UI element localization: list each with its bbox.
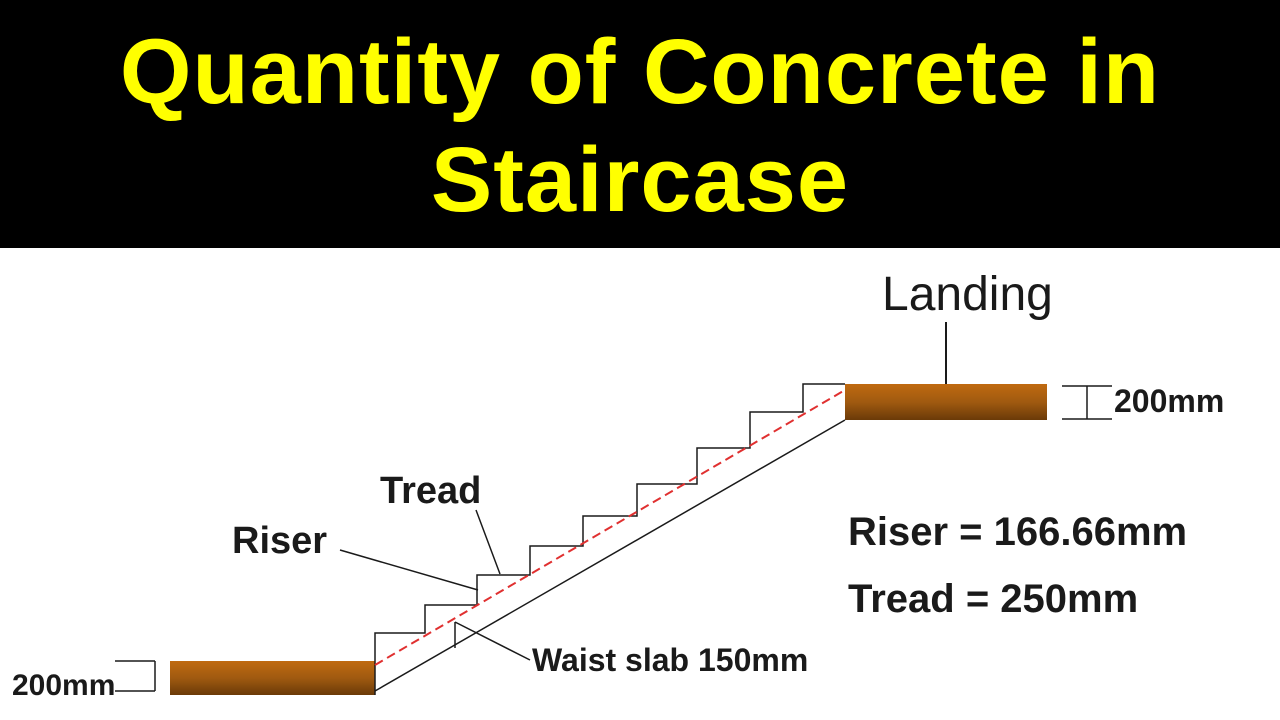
tread-leader <box>475 509 501 575</box>
waist-slab-label: Waist slab 150mm <box>532 642 808 678</box>
bottom-landing-slab <box>170 661 375 695</box>
waist-slab-soffit <box>374 419 846 692</box>
stair-steps <box>374 383 845 661</box>
tread-value: Tread = 250mm <box>848 577 1138 621</box>
riser-leader <box>339 549 479 591</box>
tread-label: Tread <box>380 470 481 512</box>
landing-label: Landing <box>882 268 1053 321</box>
title-banner: Quantity of Concrete in Staircase <box>0 0 1280 248</box>
staircase-diagram: Landing 200mm 200mm Tread Riser Waist sl… <box>12 268 1224 702</box>
waist-slab-leader <box>454 621 531 661</box>
title-line-2: Staircase <box>430 129 850 231</box>
riser-value: Riser = 166.66mm <box>848 510 1187 554</box>
riser-label: Riser <box>232 520 327 562</box>
top-thickness-label: 200mm <box>1114 383 1224 419</box>
title-line-1: Quantity of Concrete in <box>119 21 1161 123</box>
top-landing-slab <box>845 384 1047 420</box>
slope-centerline <box>374 389 846 666</box>
bottom-thickness-label: 200mm <box>12 669 115 702</box>
